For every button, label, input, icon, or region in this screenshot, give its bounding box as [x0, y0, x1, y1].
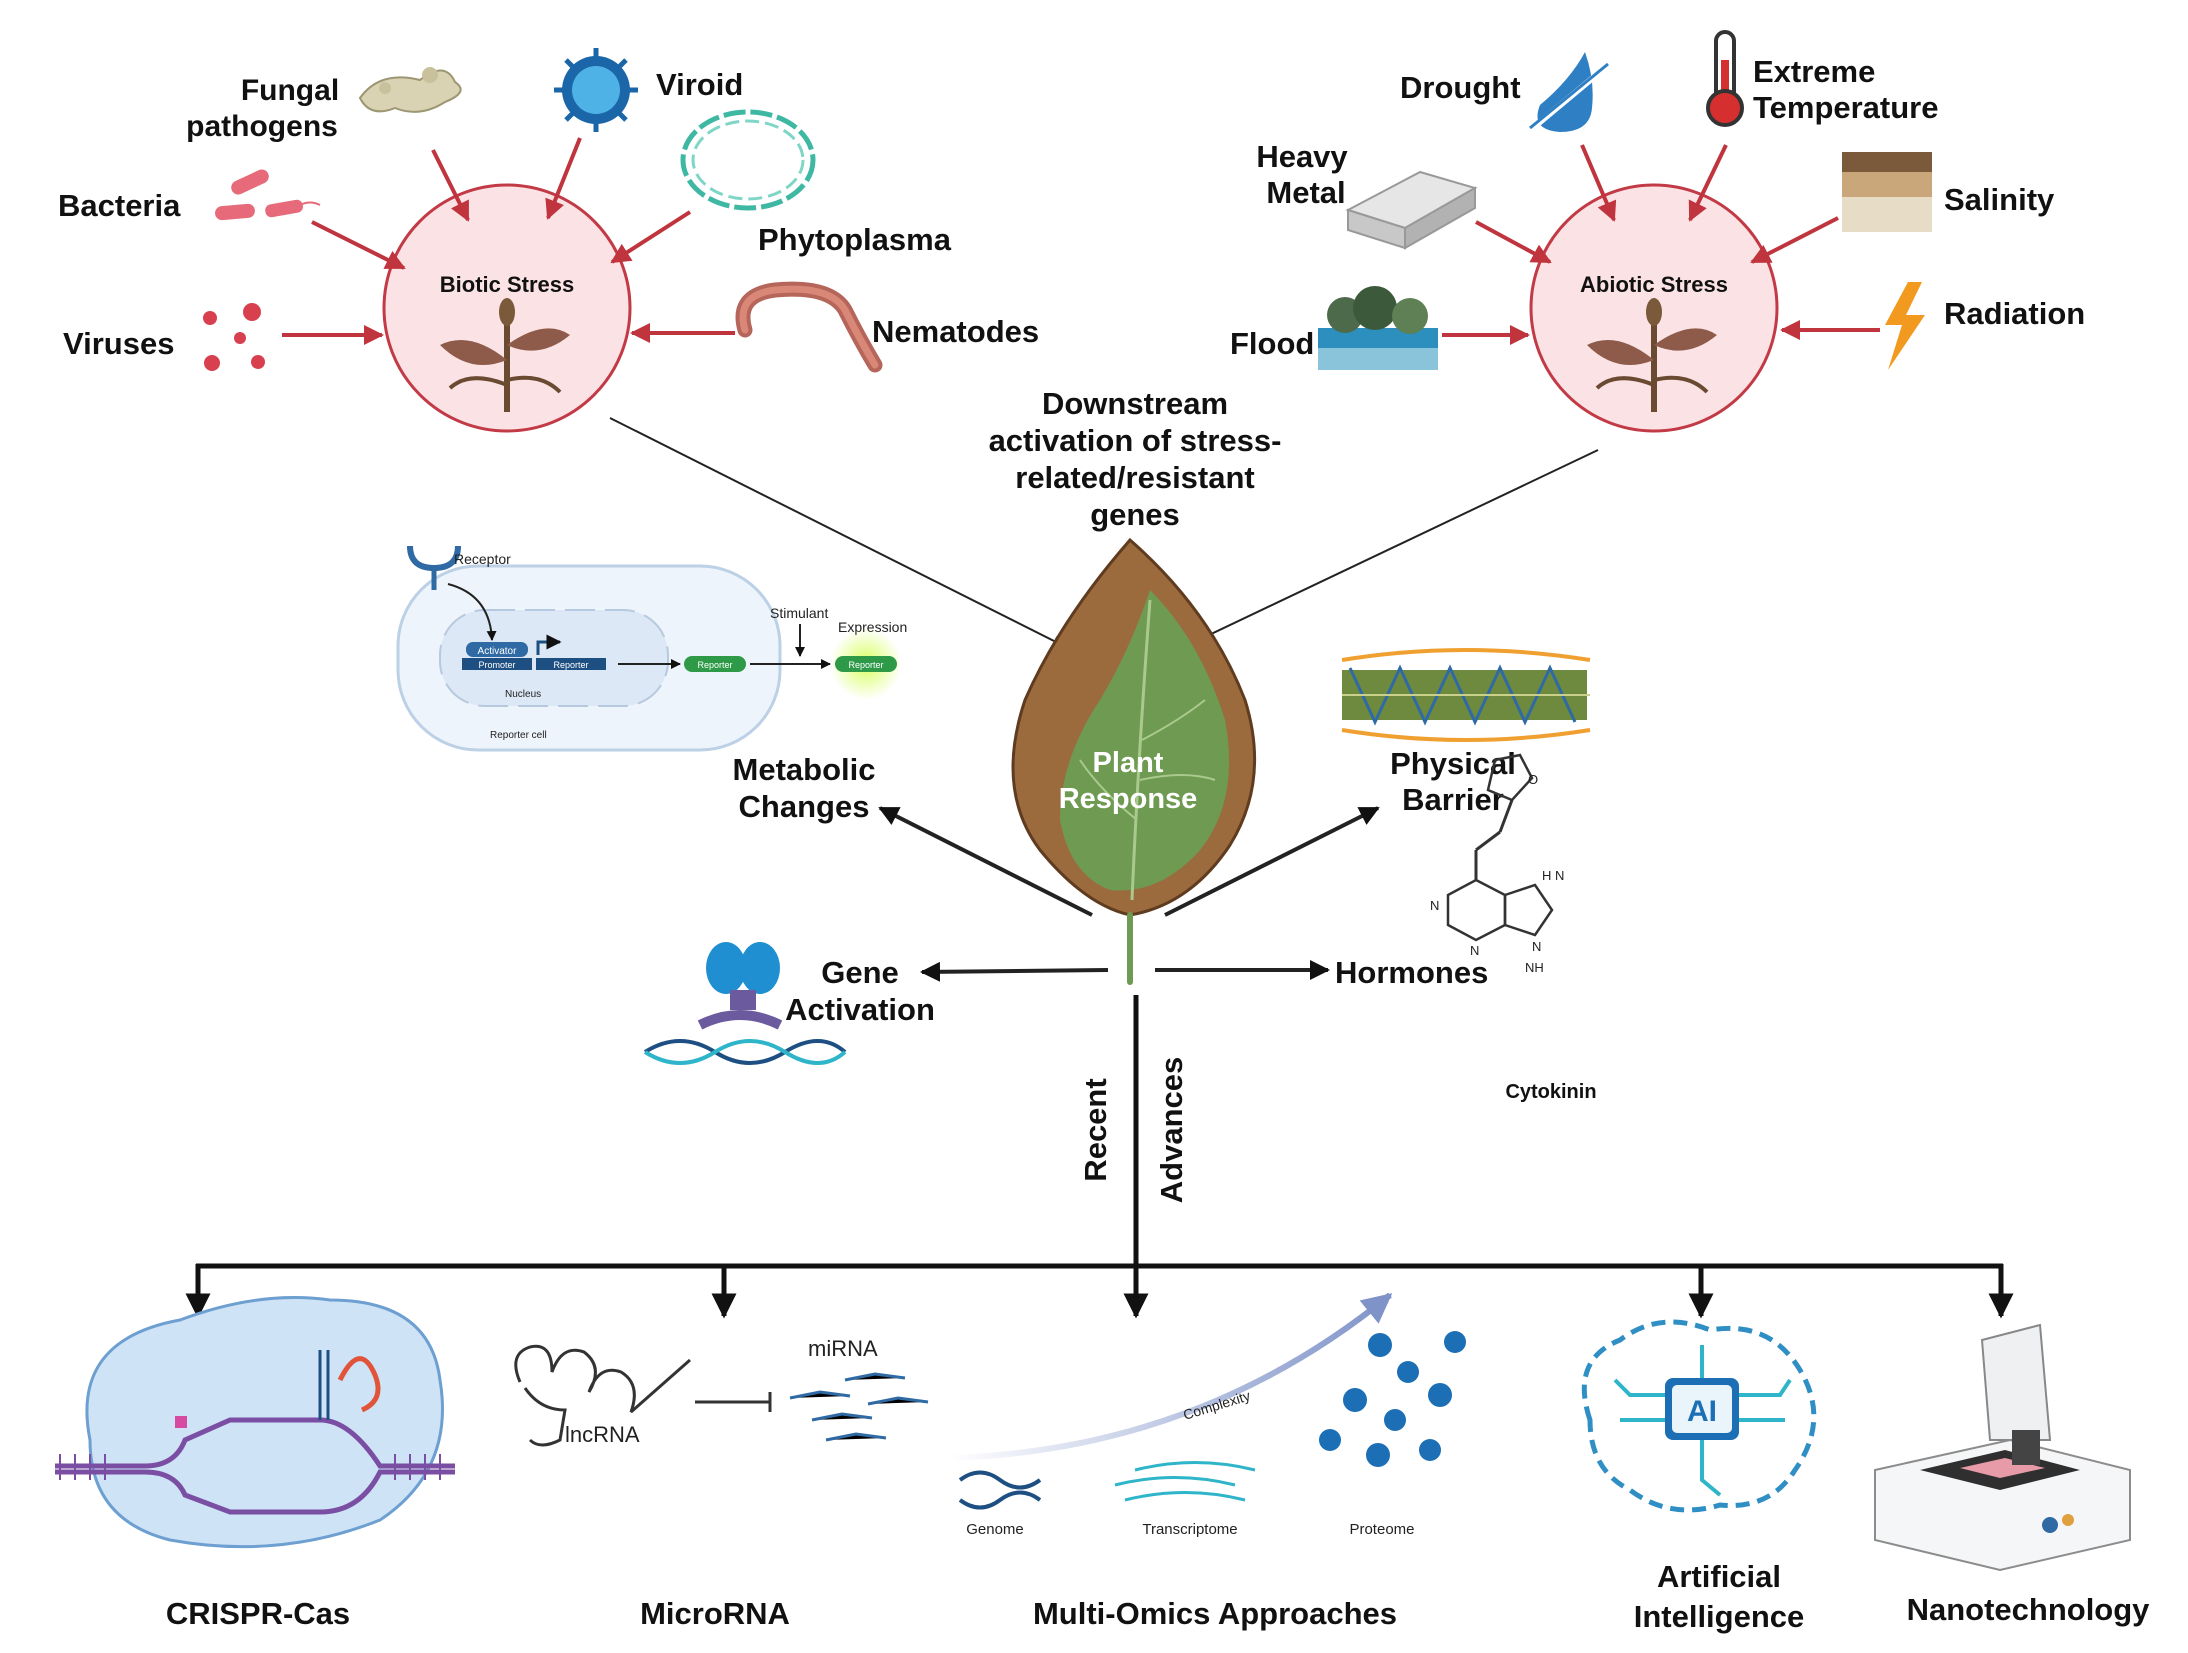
radiation-label: Radiation — [1944, 296, 2085, 331]
sapling-icon — [440, 298, 570, 412]
abiotic-stress-label: Abiotic Stress — [1580, 272, 1728, 297]
chem-hn-label: H N — [1542, 868, 1564, 883]
viruses-label: Viruses — [63, 326, 174, 361]
thermometer-icon — [1706, 30, 1744, 127]
genome-label: Genome — [966, 1521, 1024, 1538]
bacteria-label: Bacteria — [58, 188, 181, 223]
transcriptome-icon — [1114, 1461, 1256, 1502]
biotic-stress-label: Biotic Stress — [440, 272, 575, 297]
stimulant-label: Stimulant — [770, 605, 828, 621]
downstream-line1: Downstream — [1042, 386, 1228, 421]
extreme-temp-line2: Temperature — [1753, 90, 1939, 125]
multiomics-icon — [949, 1292, 1466, 1510]
drought-label: Drought — [1400, 70, 1521, 105]
phytoplasma-label: Phytoplasma — [758, 222, 952, 257]
reporter-gene-label: Reporter — [553, 660, 588, 670]
physical-line2: Barrier — [1402, 782, 1504, 817]
plant-response-line2: Response — [1059, 783, 1198, 815]
promoter-label: Promoter — [478, 660, 515, 670]
ai-line1: Artificial — [1657, 1559, 1781, 1594]
genome-icon — [958, 1470, 1042, 1510]
nanotech-device-icon — [1874, 1323, 2131, 1572]
heavy-metal-line2: Metal — [1266, 175, 1345, 210]
abiotic-stress-node: Abiotic Stress — [1529, 183, 1779, 433]
advances-label: Advances — [1154, 1057, 1189, 1203]
sapling-icon — [1587, 298, 1717, 412]
downstream-label: Downstream activation of stress- related… — [989, 386, 1282, 532]
biotic-to-leaf-arrow — [609, 417, 1063, 646]
fungal-label-line1: Fungal — [241, 74, 339, 107]
lncrna-label: lncRNA — [565, 1422, 640, 1447]
radiation-icon — [1885, 282, 1925, 370]
multiomics-label: Multi-Omics Approaches — [1033, 1596, 1397, 1631]
salinity-label: Salinity — [1944, 182, 2055, 217]
cytokinin-structure-icon — [1446, 753, 1554, 942]
gene-activation-icon — [643, 942, 847, 1065]
metabolic-line2: Changes — [739, 789, 870, 824]
phytoplasma-icon — [680, 109, 816, 211]
complexity-label: Complexity — [1181, 1387, 1252, 1423]
cytokinin-label: Cytokinin — [1505, 1081, 1596, 1103]
crispr-cas-icon — [55, 1296, 455, 1549]
downstream-line2: activation of stress- — [989, 423, 1282, 458]
plant-response-line1: Plant — [1093, 747, 1164, 779]
reporter-glow-label: Reporter — [848, 660, 883, 670]
reporter-cell-diagram: Receptor Activator Promoter Reporter Nuc… — [396, 545, 907, 752]
abiotic-arrows — [1442, 144, 1880, 345]
heavy-metal-icon — [1345, 170, 1478, 250]
flood-label: Flood — [1230, 326, 1314, 361]
abiotic-to-leaf-arrow — [1187, 449, 1599, 646]
downstream-line3: related/resistant — [1015, 460, 1255, 495]
nematodes-label: Nematodes — [872, 314, 1039, 349]
nucleus-label: Nucleus — [505, 689, 541, 700]
chem-n2-label: N — [1470, 943, 1479, 958]
biotic-arrows — [282, 137, 735, 345]
fungal-pathogen-icon — [358, 67, 462, 113]
ai-chip-label: AI — [1687, 1395, 1717, 1428]
mirna-label: miRNA — [808, 1336, 878, 1361]
recent-label: Recent — [1078, 1078, 1113, 1181]
plant-response-leaf: Plant Response — [1011, 537, 1257, 985]
transcriptome-label: Transcriptome — [1142, 1521, 1237, 1538]
chem-n1-label: N — [1430, 898, 1439, 913]
gene-activation-line1: Gene — [821, 955, 899, 990]
chem-n3-label: N — [1532, 939, 1541, 954]
physical-line1: Physical — [1390, 746, 1516, 781]
chem-o-label: O — [1528, 772, 1538, 787]
response-arrows — [878, 806, 1380, 982]
proteome-label: Proteome — [1349, 1521, 1414, 1538]
bacteria-icon — [215, 169, 321, 221]
microrna-icon — [514, 1344, 929, 1447]
activator-label: Activator — [478, 646, 518, 657]
viroid-icon — [554, 48, 638, 132]
receptor-icon — [407, 545, 461, 572]
reporter-cell-label: Reporter cell — [490, 730, 547, 741]
salinity-icon — [1842, 152, 1932, 232]
nematode-icon — [735, 281, 883, 373]
viroid-label: Viroid — [656, 67, 743, 102]
chem-nh-label: NH — [1525, 960, 1544, 975]
physical-barrier-icon — [1341, 648, 1591, 742]
receptor-label: Receptor — [454, 551, 511, 567]
hormones-label: Hormones — [1335, 955, 1488, 990]
metabolic-line1: Metabolic — [733, 752, 876, 787]
heavy-metal-line1: Heavy — [1256, 139, 1348, 174]
virus-particles-icon — [203, 303, 265, 371]
reporter-protein-label: Reporter — [697, 660, 732, 670]
gene-activation-line2: Activation — [785, 992, 935, 1027]
biotic-stress-node: Biotic Stress — [382, 183, 632, 433]
extreme-temp-line1: Extreme — [1753, 54, 1875, 89]
ai-brain-icon: AI — [1581, 1319, 1817, 1513]
drought-icon — [1526, 52, 1614, 135]
branch-drops — [185, 1264, 2014, 1319]
downstream-line4: genes — [1090, 497, 1180, 532]
flood-icon — [1318, 286, 1438, 370]
fungal-label-line2: pathogens — [186, 110, 338, 143]
nanotech-label: Nanotechnology — [1907, 1592, 2151, 1627]
ai-line2: Intelligence — [1634, 1599, 1805, 1634]
microrna-label: MicroRNA — [640, 1596, 790, 1631]
crispr-label: CRISPR-Cas — [166, 1596, 350, 1631]
proteome-icon — [1319, 1331, 1466, 1467]
